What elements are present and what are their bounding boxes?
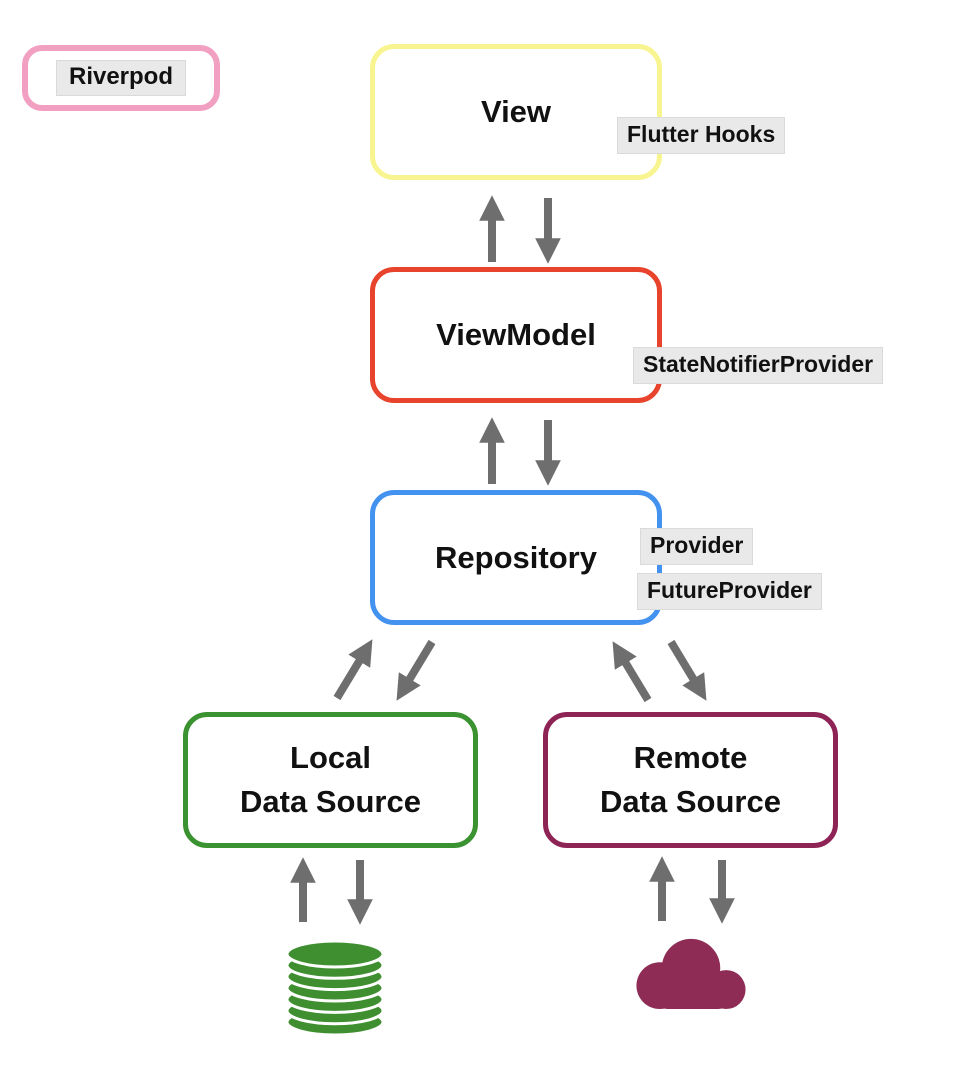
riverpod-badge-label: Riverpod [55,60,186,96]
remote-data-source-title-line1: Remote [633,740,748,775]
remote-data-source-node: Remote Data Source [543,712,838,848]
arrow-repository-to-local-down [396,639,436,701]
local-data-source-node: Local Data Source [183,712,478,848]
riverpod-badge: Riverpod [22,45,220,111]
statenotifierprovider-tag: StateNotifierProvider [633,347,884,384]
provider-tag: Provider [640,528,754,565]
repository-node: Repository [370,490,662,625]
local-data-source-title-line1: Local [290,740,371,775]
database-icon [285,939,385,1036]
cloud-icon [636,938,746,1010]
arrow-repository-to-remote-down [667,639,707,701]
local-data-source-title-line2: Data Source [240,784,421,819]
view-node: View [370,44,662,180]
repository-node-title: Repository [435,539,597,575]
arrow-local-to-repository-up [333,639,373,701]
viewmodel-node-title: ViewModel [436,317,596,352]
arrow-remote-to-repository-up [612,641,652,703]
flutter-hooks-tag: Flutter Hooks [617,117,786,154]
futureprovider-tag: FutureProvider [637,573,822,610]
view-node-title: View [480,94,552,129]
viewmodel-node: ViewModel [370,267,662,403]
remote-data-source-title-line2: Data Source [600,784,781,819]
